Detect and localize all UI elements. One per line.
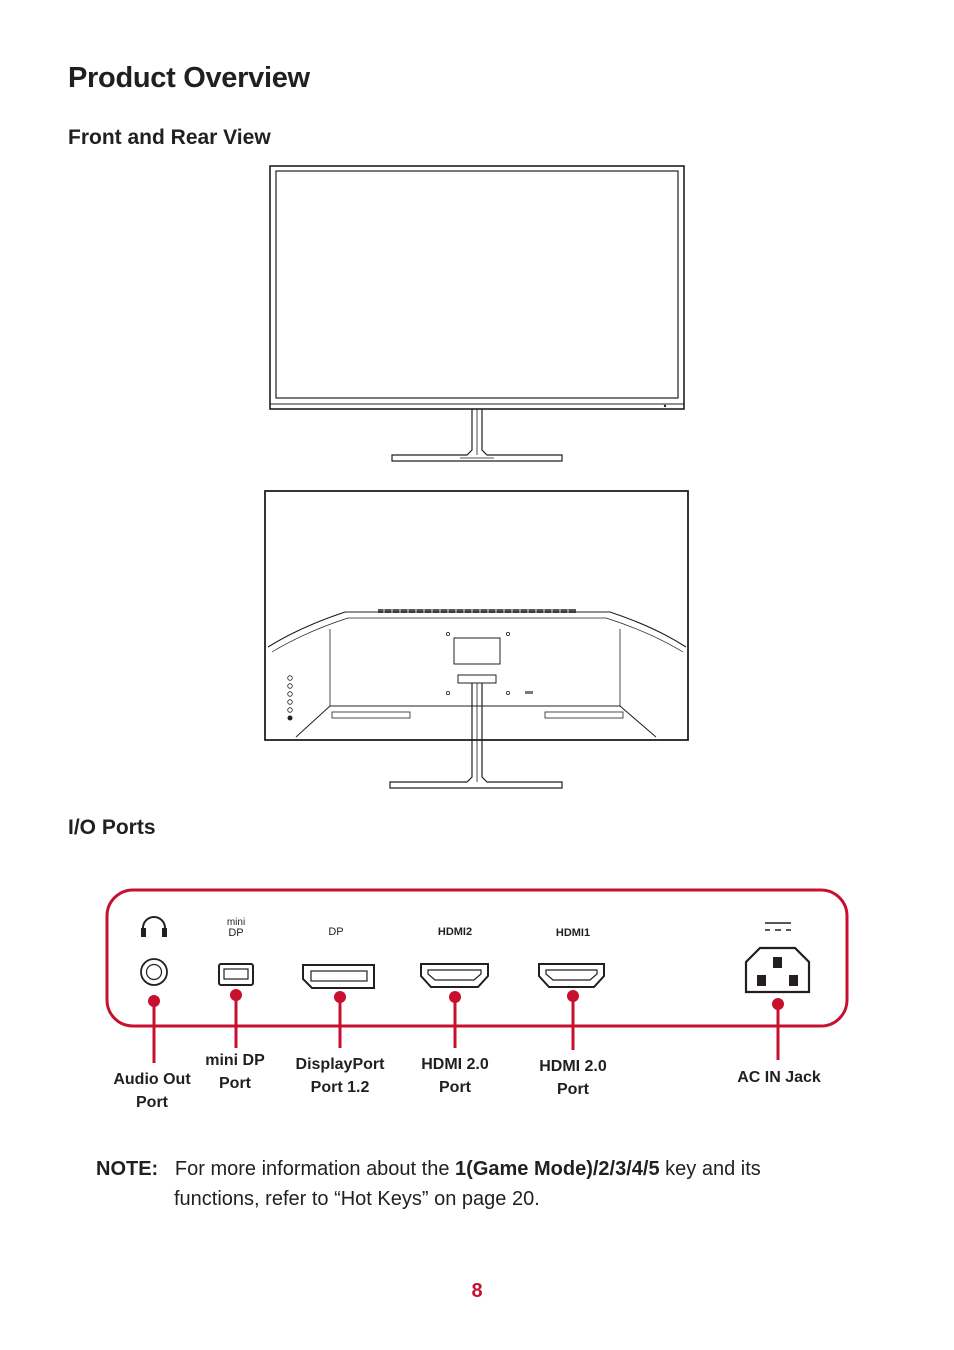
note-keys: 1(Game Mode)/2/3/4/5 xyxy=(455,1158,660,1180)
port-label-mini-dp: mini DP Port xyxy=(205,1052,265,1092)
callout-dot xyxy=(772,998,784,1010)
audio-out-jack-icon xyxy=(140,958,168,986)
headphone-icon xyxy=(141,916,167,937)
callout-dot xyxy=(449,991,461,1003)
callout-dot xyxy=(230,989,242,1001)
note-line-2: functions, refer to “Hot Keys” on page 2… xyxy=(174,1188,540,1210)
dc-symbol-icon xyxy=(765,922,791,931)
hdmi1-marking: HDMI1 xyxy=(556,927,590,939)
page-number: 8 xyxy=(471,1280,483,1302)
mini-dp-port-icon xyxy=(218,963,254,986)
mini-dp-marking-top: mini xyxy=(227,917,245,928)
note-label: NOTE: xyxy=(96,1158,159,1180)
hdmi-port-icon xyxy=(538,963,605,988)
displayport-icon xyxy=(302,964,375,989)
hdmi2-marking: HDMI2 xyxy=(438,926,472,938)
port-label-hdmi-2: HDMI 2.0 Port xyxy=(421,1056,489,1096)
section-heading-io-ports: I/O Ports xyxy=(68,816,156,839)
ac-power-icon xyxy=(744,946,811,994)
note-block: NOTE: For more information about the 1(G… xyxy=(96,1154,876,1214)
note-text-after: key and its xyxy=(665,1158,761,1180)
callout-dot xyxy=(567,990,579,1002)
port-label-ac-in: AC IN Jack xyxy=(737,1069,821,1086)
callout-dot xyxy=(334,991,346,1003)
port-label-displayport: DisplayPort Port 1.2 xyxy=(295,1056,385,1096)
port-label-hdmi-1: HDMI 2.0 Port xyxy=(539,1058,607,1098)
port-label-audio-out: Audio Out Port xyxy=(113,1071,191,1111)
dp-marking: DP xyxy=(328,926,343,938)
hdmi-port-icon xyxy=(420,963,489,988)
mini-dp-marking-bottom: DP xyxy=(228,927,243,939)
callout-dot xyxy=(148,995,160,1007)
page-title: Product Overview xyxy=(68,62,310,94)
section-heading-front-rear: Front and Rear View xyxy=(68,126,271,149)
note-text-before: For more information about the xyxy=(174,1158,450,1180)
